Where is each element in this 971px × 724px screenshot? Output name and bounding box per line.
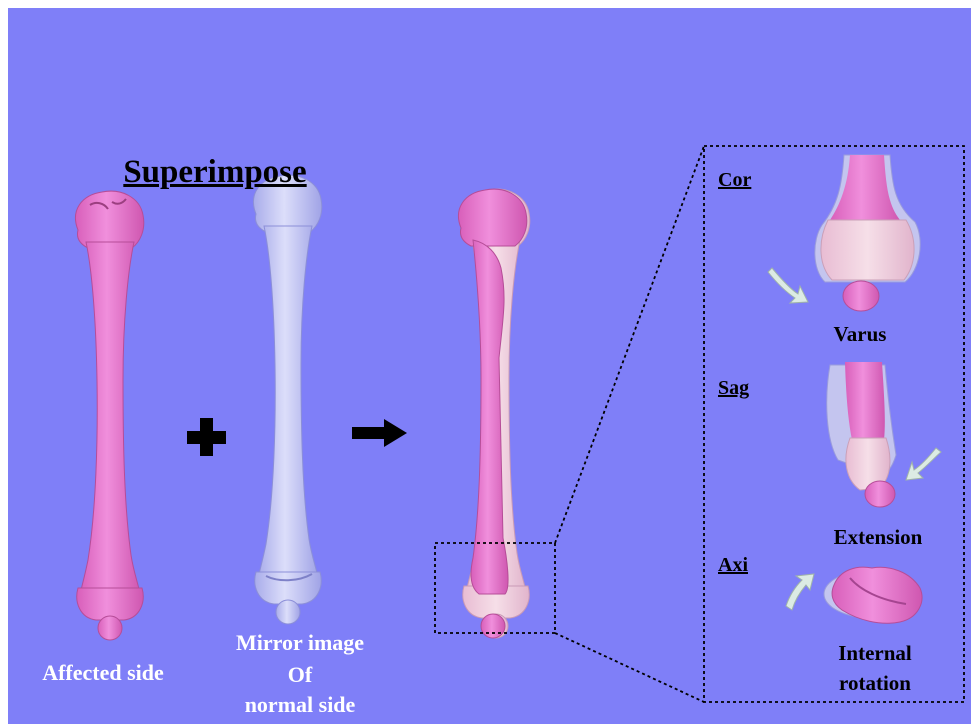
sag-view-caption: Extension bbox=[808, 527, 948, 548]
figure-title: Superimpose bbox=[100, 156, 330, 189]
curved-arrow-icon bbox=[768, 268, 808, 303]
right-arrow-icon bbox=[352, 419, 407, 447]
curved-arrow-icon bbox=[786, 574, 814, 610]
affected-side-label: Affected side bbox=[18, 662, 188, 684]
cor-view-caption: Varus bbox=[800, 324, 920, 345]
mirror-image-label-line3: normal side bbox=[205, 694, 395, 716]
sag-view-tag: Sag bbox=[718, 378, 778, 398]
cor-view-image bbox=[815, 155, 920, 311]
curved-arrow-icon bbox=[906, 448, 941, 480]
axi-view-image bbox=[824, 567, 922, 623]
sag-view-image bbox=[827, 362, 896, 507]
mirror-image-label-line1: Mirror image bbox=[205, 632, 395, 654]
mirror-image-label-line2: Of bbox=[205, 664, 395, 686]
axi-view-tag: Axi bbox=[718, 555, 778, 575]
mirror-bone bbox=[253, 175, 321, 624]
axi-view-caption-line2: rotation bbox=[810, 673, 940, 694]
cor-view-tag: Cor bbox=[718, 170, 778, 190]
plus-icon bbox=[187, 418, 226, 456]
superimposed-bone bbox=[458, 189, 529, 638]
axi-view-caption-line1: Internal bbox=[810, 643, 940, 664]
affected-bone bbox=[75, 191, 143, 640]
